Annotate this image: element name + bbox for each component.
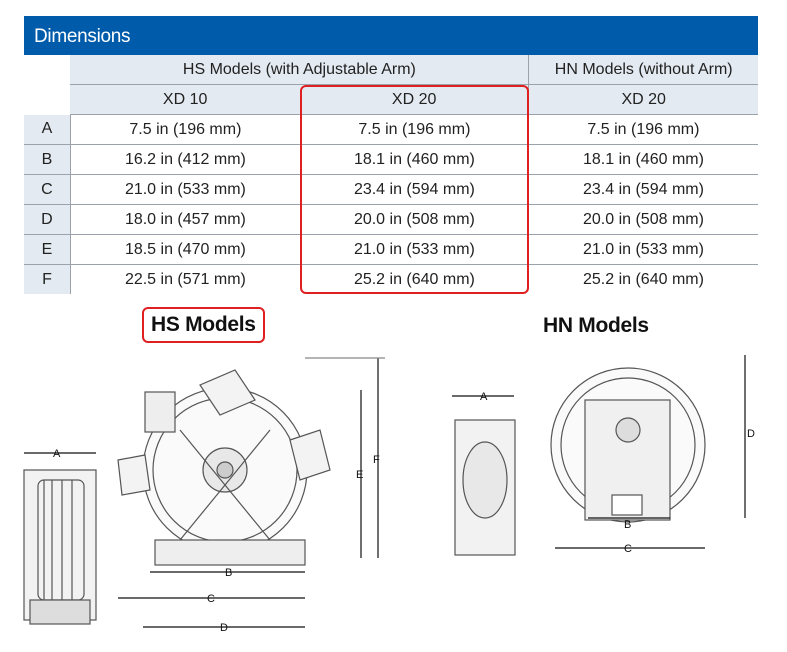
row-label: F [24, 264, 71, 294]
cell: 25.2 in (640 mm) [353, 270, 475, 288]
dimensions-title: Dimensions [24, 16, 758, 55]
dim-label-d: D [220, 622, 228, 634]
cell: 18.5 in (470 mm) [70, 234, 300, 265]
column-header: XD 10 [70, 84, 300, 115]
cell: 18.0 in (457 mm) [70, 204, 300, 235]
row-label: B [24, 144, 71, 175]
dim-label-f: F [373, 454, 380, 466]
cell: 22.5 in (571 mm) [124, 270, 246, 288]
dim-label-c-hn: C [624, 543, 632, 555]
corner-cell [24, 84, 71, 115]
cell: 21.0 in (533 mm) [299, 234, 529, 265]
hn-side-view [452, 395, 516, 556]
table-row: F 22.5 in (571 mm) 25.2 in (640 mm) 25.2 in… [24, 264, 758, 294]
row-label: E [24, 234, 71, 265]
dim-label-b: B [225, 567, 232, 579]
cell: 18.1 in (460 mm) [528, 144, 758, 175]
corner-cell [24, 55, 71, 85]
xd20-highlight-box [300, 85, 529, 294]
cell: 20.0 in (508 mm) [299, 204, 529, 235]
cell: 25.2 in (640 mm) [582, 270, 704, 288]
row-label: D [24, 204, 71, 235]
cell: 21.0 in (533 mm) [528, 234, 758, 265]
cell: 16.2 in (412 mm) [70, 144, 300, 175]
dimensions-table: HS Models (with Adjustable Arm) HN Model… [24, 55, 758, 294]
hs-models-title: HS Models [142, 307, 265, 343]
cell: 23.4 in (594 mm) [299, 174, 529, 205]
dim-label-c: C [207, 593, 215, 605]
cell: 7.5 in (196 mm) [70, 114, 300, 145]
dim-label-a-hn: A [480, 391, 488, 403]
row-label: A [24, 114, 71, 145]
row-label: C [24, 174, 71, 205]
cell: 7.5 in (196 mm) [528, 114, 758, 145]
cell: 7.5 in (196 mm) [299, 114, 529, 145]
column-header: XD 20 [528, 84, 758, 115]
dim-label-a: A [53, 448, 61, 460]
dim-label-b-hn: B [624, 519, 631, 531]
column-header: XD 20 [299, 84, 529, 115]
cell: 23.4 in (594 mm) [528, 174, 758, 205]
hn-front-view [550, 355, 746, 549]
cell: 18.1 in (460 mm) [299, 144, 529, 175]
dim-label-e: E [356, 469, 363, 481]
group-header-hs: HS Models (with Adjustable Arm) [70, 55, 529, 85]
cell: 21.0 in (533 mm) [70, 174, 300, 205]
hn-models-title: HN Models [543, 314, 649, 337]
dim-label-d-hn: D [747, 428, 755, 440]
group-header-hn: HN Models (without Arm) [528, 55, 758, 85]
hs-front-view [117, 357, 385, 628]
hs-side-view [23, 452, 97, 625]
cell: 20.0 in (508 mm) [528, 204, 758, 235]
